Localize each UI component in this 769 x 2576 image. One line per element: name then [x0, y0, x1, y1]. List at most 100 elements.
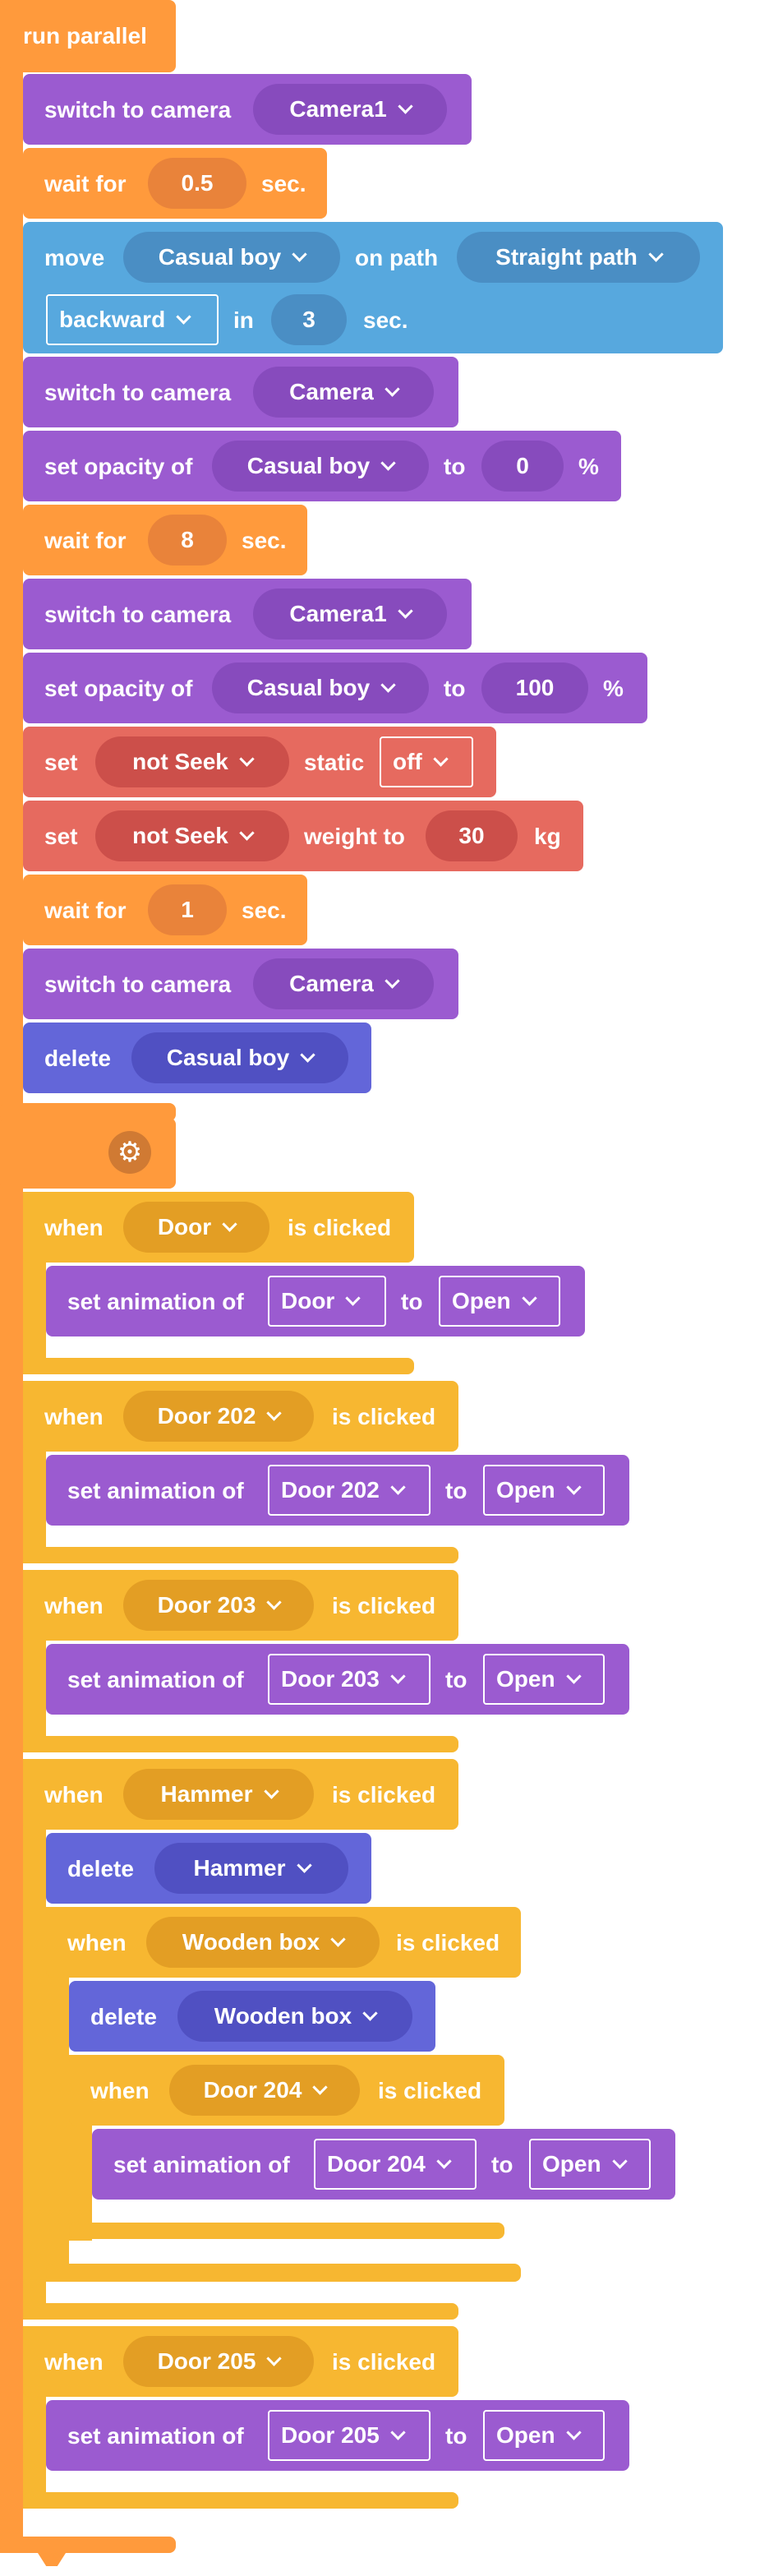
- event-footer: [23, 2492, 458, 2509]
- wait-label: wait for: [44, 898, 127, 923]
- chevron-down-icon: [648, 246, 664, 262]
- camera-dropdown[interactable]: Camera1: [253, 589, 447, 639]
- anim-object-dropdown[interactable]: Door 204: [314, 2139, 477, 2190]
- camera-dropdown[interactable]: Camera: [253, 958, 434, 1009]
- animation-dropdown[interactable]: Open: [483, 1465, 605, 1516]
- object-dropdown[interactable]: not Seek: [95, 810, 289, 861]
- direction-dropdown[interactable]: backward: [46, 294, 219, 345]
- chevron-down-icon: [384, 972, 400, 989]
- delete-block[interactable]: delete Wooden box: [69, 1981, 435, 2052]
- wait-block[interactable]: wait for 1 sec.: [23, 875, 307, 945]
- set-animation-block[interactable]: set animation of Door 203 to Open: [46, 1644, 629, 1715]
- is-clicked-label: is clicked: [378, 2078, 482, 2103]
- when-label: when: [44, 1593, 104, 1618]
- move-block[interactable]: move Casual boy on path Straight path ba…: [23, 222, 723, 353]
- object-dropdown[interactable]: Casual boy: [123, 232, 340, 283]
- target-dropdown[interactable]: Door 205: [123, 2336, 314, 2387]
- object-dropdown[interactable]: Casual boy: [212, 662, 429, 713]
- wait-value-input[interactable]: 8: [148, 515, 227, 566]
- weight-input[interactable]: 30: [426, 810, 518, 861]
- set-animation-block[interactable]: set animation of Door 205 to Open: [46, 2400, 629, 2471]
- switch-camera-label: switch to camera: [44, 972, 232, 997]
- when-clicked-block[interactable]: when Wooden box is clicked: [46, 1907, 521, 1978]
- is-clicked-label: is clicked: [332, 1782, 436, 1807]
- set-opacity-block[interactable]: set opacity of Casual boy to 0 %: [23, 431, 621, 501]
- set-opacity-block[interactable]: set opacity of Casual boy to 100 %: [23, 653, 647, 723]
- delete-block[interactable]: delete Casual boy: [23, 1023, 371, 1093]
- animation-dropdown[interactable]: Open: [483, 1654, 605, 1705]
- chevron-down-icon: [239, 750, 255, 767]
- set-animation-label: set animation of: [67, 2423, 244, 2449]
- anim-object-dropdown[interactable]: Door 205: [268, 2410, 431, 2461]
- chevron-down-icon: [384, 381, 400, 397]
- percent-unit: %: [578, 454, 599, 479]
- animation-dropdown[interactable]: Open: [529, 2139, 651, 2190]
- thread-separator: [0, 1103, 176, 1121]
- event-frame: [23, 1759, 46, 2320]
- anim-object-dropdown[interactable]: Door 202: [268, 1465, 431, 1516]
- event-footer: [23, 1358, 414, 1374]
- when-clicked-block[interactable]: when Door 203 is clicked: [23, 1570, 458, 1641]
- switch-camera-block[interactable]: switch to camera Camera1: [23, 579, 472, 649]
- wait-block[interactable]: wait for 8 sec.: [23, 505, 307, 575]
- gear-icon[interactable]: ⚙: [108, 1131, 151, 1174]
- anim-object-dropdown[interactable]: Door: [268, 1276, 386, 1327]
- move-label: move: [44, 245, 105, 270]
- set-animation-block[interactable]: set animation of Door 202 to Open: [46, 1455, 629, 1526]
- to-label: to: [444, 676, 466, 701]
- object-dropdown[interactable]: Wooden box: [177, 1991, 412, 2042]
- when-clicked-block[interactable]: when Hammer is clicked: [23, 1759, 458, 1830]
- wait-value-input[interactable]: 0.5: [148, 158, 246, 209]
- when-clicked-block[interactable]: when Door is clicked: [23, 1192, 414, 1263]
- when-label: when: [44, 2349, 104, 2375]
- chevron-down-icon: [176, 308, 191, 325]
- when-label: when: [67, 1930, 127, 1955]
- set-weight-block[interactable]: set not Seek weight to 30 kg: [23, 801, 583, 871]
- duration-input[interactable]: 3: [271, 294, 347, 345]
- wait-block[interactable]: wait for 0.5 sec.: [23, 148, 327, 219]
- animation-dropdown[interactable]: Open: [483, 2410, 605, 2461]
- target-dropdown[interactable]: Hammer: [123, 1769, 314, 1820]
- when-clicked-block[interactable]: when Door 202 is clicked: [23, 1381, 458, 1452]
- switch-camera-block[interactable]: switch to camera Camera: [23, 949, 458, 1019]
- switch-camera-block[interactable]: switch to camera Camera: [23, 357, 458, 427]
- target-dropdown[interactable]: Door 202: [123, 1391, 314, 1442]
- set-opacity-label: set opacity of: [44, 676, 193, 701]
- anim-object-dropdown[interactable]: Door 203: [268, 1654, 431, 1705]
- object-dropdown[interactable]: Casual boy: [131, 1032, 348, 1083]
- target-dropdown[interactable]: Door: [123, 1202, 269, 1253]
- object-dropdown[interactable]: Casual boy: [212, 441, 429, 492]
- wait-value-input[interactable]: 1: [148, 884, 227, 935]
- wait-label: wait for: [44, 171, 127, 196]
- run-parallel-header[interactable]: run parallel: [0, 0, 176, 72]
- chevron-down-icon: [362, 2005, 378, 2021]
- target-dropdown[interactable]: Wooden box: [146, 1917, 380, 1968]
- to-label: to: [401, 1289, 423, 1314]
- is-clicked-label: is clicked: [332, 2349, 436, 2375]
- opacity-input[interactable]: 0: [481, 441, 564, 492]
- static-dropdown[interactable]: off: [380, 736, 473, 787]
- target-dropdown[interactable]: Door 204: [169, 2065, 360, 2116]
- camera-dropdown[interactable]: Camera1: [253, 84, 447, 135]
- set-animation-block[interactable]: set animation of Door 204 to Open: [92, 2129, 675, 2200]
- delete-label: delete: [67, 1856, 134, 1881]
- animation-dropdown[interactable]: Open: [439, 1276, 560, 1327]
- run-parallel-frame: [0, 0, 23, 2553]
- opacity-input[interactable]: 100: [481, 662, 588, 713]
- object-dropdown[interactable]: not Seek: [95, 736, 289, 787]
- when-clicked-block[interactable]: when Door 204 is clicked: [69, 2055, 504, 2126]
- delete-block[interactable]: delete Hammer: [46, 1833, 371, 1904]
- run-parallel-label: run parallel: [23, 23, 147, 48]
- is-clicked-label: is clicked: [288, 1215, 392, 1240]
- when-clicked-block[interactable]: when Door 205 is clicked: [23, 2326, 458, 2397]
- set-animation-block[interactable]: set animation of Door to Open: [46, 1266, 585, 1336]
- path-dropdown[interactable]: Straight path: [457, 232, 700, 283]
- target-dropdown[interactable]: Door 203: [123, 1580, 314, 1631]
- chevron-down-icon: [436, 2153, 452, 2169]
- switch-camera-label: switch to camera: [44, 380, 232, 405]
- camera-dropdown[interactable]: Camera: [253, 367, 434, 418]
- object-dropdown[interactable]: Hammer: [154, 1843, 348, 1894]
- switch-camera-block[interactable]: switch to camera Camera1: [23, 74, 472, 145]
- chevron-down-icon: [521, 1290, 537, 1306]
- set-static-block[interactable]: set not Seek static off: [23, 727, 496, 797]
